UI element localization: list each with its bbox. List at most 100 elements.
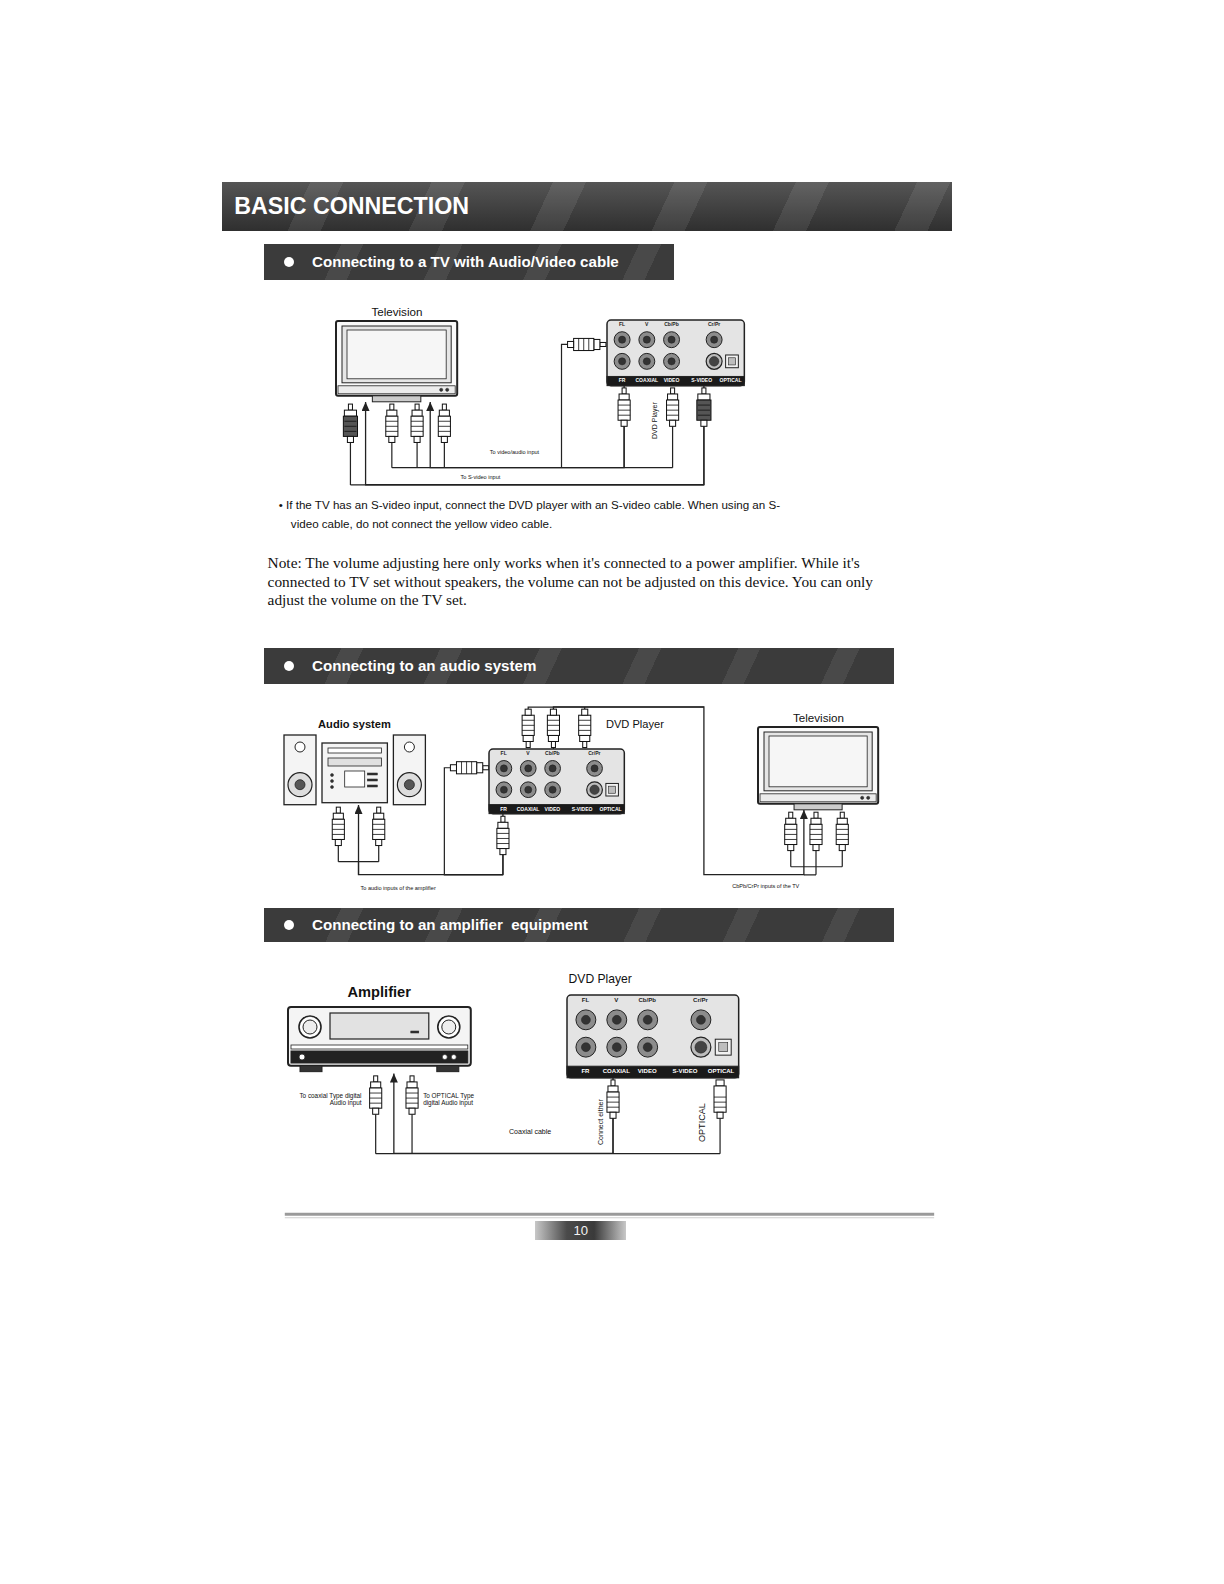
device-name: DVD Player [651,402,659,439]
round-part [440,388,443,391]
outline [794,804,842,810]
plug-part [667,400,679,420]
plug-part [525,709,531,715]
jack-name: FL [501,751,507,757]
jack-name: Cr/Pr [693,997,708,1004]
plug-part [621,420,627,426]
plug-rib [547,725,559,726]
plug-rib [344,426,356,427]
plug-part [813,845,819,851]
plug-rib [332,824,344,825]
round-part [496,761,512,777]
plug-rib [497,838,509,839]
round-part [581,1042,590,1051]
amplifier: Amplifier [288,1007,471,1074]
outline [344,771,364,787]
jack-name: FR [500,807,507,813]
round-part [691,1010,711,1030]
outline [606,784,619,797]
round-part [614,332,630,348]
plug-part [343,416,357,436]
plug-part [697,400,711,420]
plug-part [810,824,822,844]
outline [608,787,615,794]
plug-rib [497,843,509,844]
page-number: 10 [535,1221,626,1240]
plug-part [582,709,588,715]
outline [328,758,381,766]
round-part [500,787,507,794]
round-part [496,782,512,798]
plug-part [335,839,341,845]
plug-part [550,709,556,715]
plug-part [568,341,574,347]
outline [393,735,425,805]
plug [667,388,679,426]
plug [810,812,822,850]
plug-rib [466,762,467,774]
plug-part [608,1086,618,1092]
plug-part [716,1080,724,1086]
plug-part [407,1082,417,1088]
dvd-rear-panel: FLVCb/PbCr/PrFRCOAXIALVIDEOS-VIDEOOPTICA… [489,749,624,814]
round-part [664,354,680,370]
callout-label: Connect either [597,1099,605,1145]
plug-part [523,735,533,741]
plug-rib [607,1107,619,1108]
plug-part [414,436,420,442]
round-part [330,780,333,783]
section-heading-band: Connecting to a TV with Audio/Video cabl… [264,244,674,279]
round-part [668,358,675,365]
plug-part [477,763,483,773]
note-text: Note: The volume adjusting here only wor… [268,554,890,609]
plug [370,1076,382,1114]
plug-part [583,741,587,747]
outline [489,805,624,814]
jack-name: FR [619,378,626,384]
round-part [500,765,507,772]
plug-rib [698,410,710,411]
round-part [643,336,650,343]
connector-label: To video/audio input [489,449,540,456]
plug-rib [667,415,679,416]
plug-rib [579,730,591,731]
device-name: Audio system [318,718,391,730]
plug-part [373,819,385,839]
connector-label: To S-video input [460,474,502,481]
plug-rib [411,431,423,432]
outline [726,355,739,368]
plug-part [376,839,382,845]
plug-rib [714,1107,726,1108]
plug-part [717,1112,723,1118]
outline [567,1066,739,1078]
plug [332,807,344,845]
round-part [586,782,602,798]
plug [450,762,488,774]
plug [607,1080,619,1118]
plug-part [344,410,356,416]
round-part [691,1037,711,1057]
round-part [618,358,625,365]
round-part [442,1020,456,1034]
outline [607,320,744,386]
round-part [438,1016,460,1038]
round-part [664,332,680,348]
plug-part [450,765,456,771]
jack-name: OPTICAL [600,807,622,813]
round-part [524,765,531,772]
round-part [295,742,305,752]
device-name: DVD Player [606,718,664,731]
round-part [524,787,531,794]
plug-part [348,404,352,410]
jack-name: S-VIDEO [673,1068,698,1075]
plug-rib [836,839,848,840]
plug-part [522,715,534,735]
plug-rib [607,1097,619,1098]
round-part [575,1010,595,1030]
plug-rib [785,839,797,840]
outline [291,1051,468,1063]
cable-connector [430,386,624,468]
plug-part [671,388,675,394]
plug-rib [522,725,534,726]
